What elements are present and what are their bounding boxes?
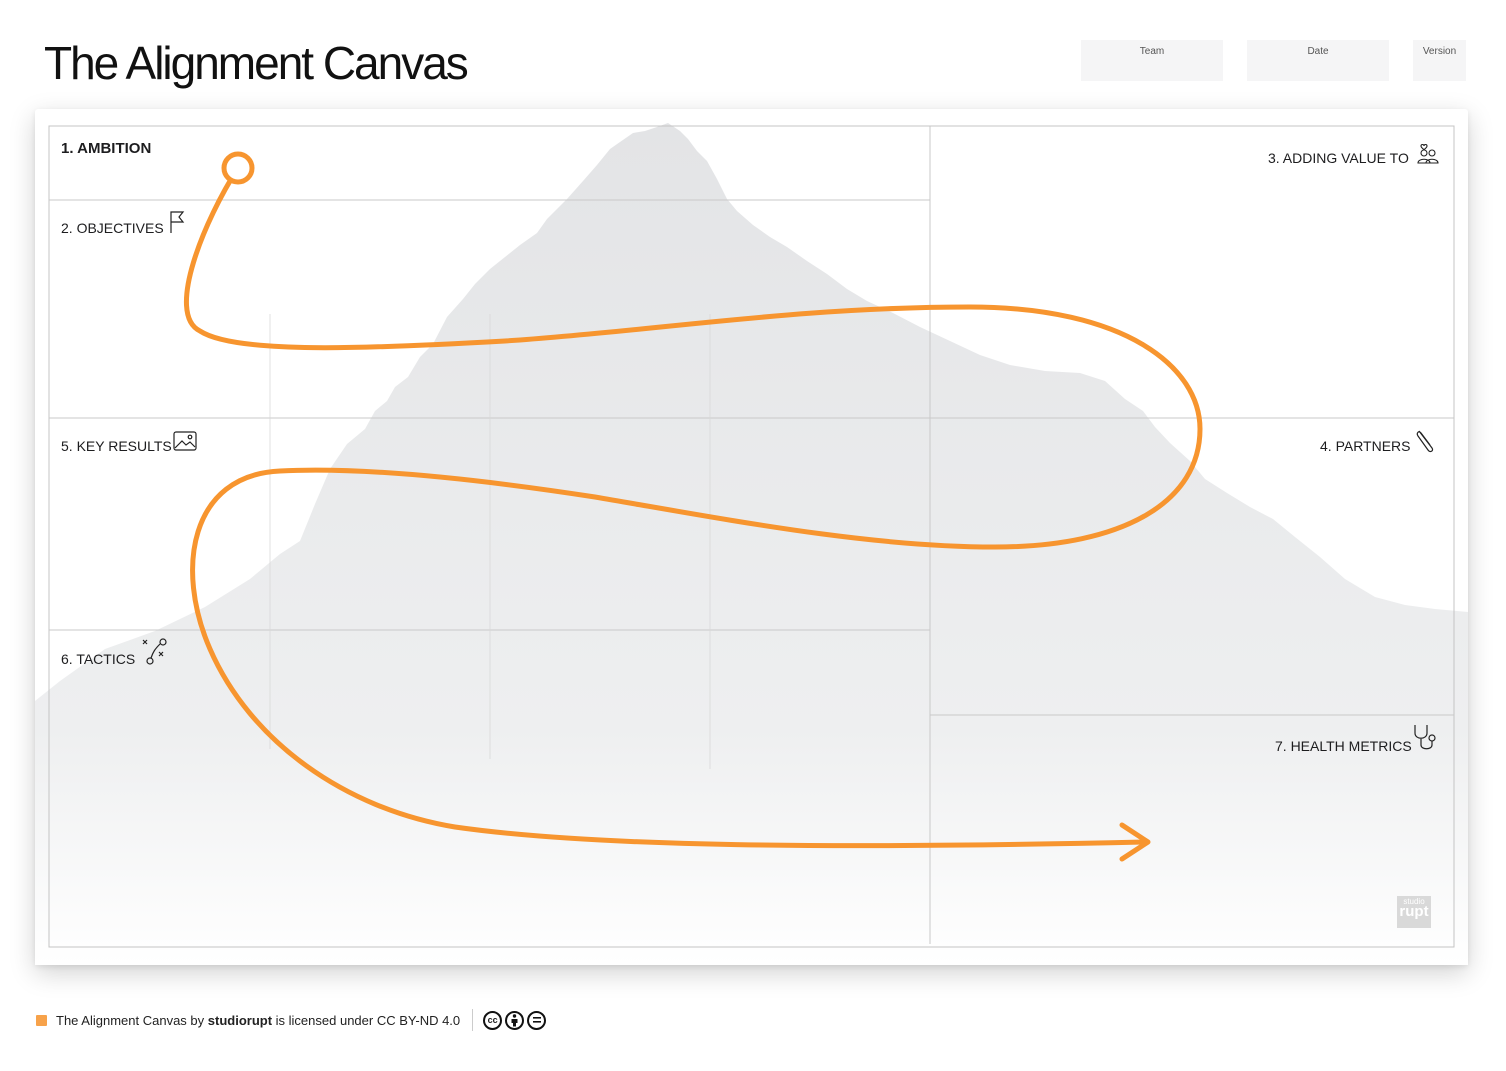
section-adding-value-label: 3. ADDING VALUE TO — [1268, 150, 1409, 166]
journey-path — [183, 165, 1203, 849]
section-key-results-label: 5. KEY RESULTS — [61, 438, 172, 454]
footer-separator — [472, 1009, 474, 1031]
footer-prefix: The Alignment Canvas by — [56, 1012, 205, 1028]
cc-icon: cc — [483, 1010, 503, 1030]
cc-license-badge[interactable]: cc — [483, 1010, 547, 1030]
journey-start-marker — [221, 151, 255, 185]
section-objectives-label: 2. OBJECTIVES — [61, 220, 164, 236]
section-ambition-label: 1. AMBITION — [61, 140, 152, 157]
date-field[interactable]: Date — [1247, 40, 1389, 81]
team-field[interactable]: Team — [1081, 40, 1223, 81]
date-field-label: Date — [1307, 46, 1329, 57]
by-icon — [505, 1010, 525, 1030]
footer-suffix: is licensed under CC BY-ND 4.0 — [275, 1012, 461, 1028]
section-partners-label: 4. PARTNERS — [1320, 438, 1411, 454]
guide-lines — [269, 314, 711, 769]
version-field-label: Version — [1422, 46, 1457, 57]
journey-arrowhead — [1119, 822, 1151, 862]
watermark-bottom: rupt — [1399, 903, 1429, 920]
section-health-metrics-label: 7. HEALTH METRICS — [1275, 738, 1412, 754]
version-field[interactable]: Version — [1413, 40, 1466, 81]
footer-author[interactable]: studiorupt — [207, 1012, 273, 1028]
watermark-top: studio — [1403, 897, 1425, 906]
page-title: The Alignment Canvas — [44, 37, 469, 89]
team-field-label: Team — [1139, 46, 1165, 57]
section-tactics-label: 6. TACTICS — [61, 651, 136, 667]
nd-icon — [527, 1010, 547, 1030]
canvas-graphic — [35, 123, 1468, 965]
grid-lines — [49, 126, 1454, 944]
license-footer: The Alignment Canvas by studiorupt is li… — [36, 1009, 547, 1031]
studiorupt-logo-icon — [36, 1014, 47, 1026]
studiorupt-watermark: studio rupt — [1397, 896, 1431, 928]
canvas-board: 1. AMBITION 2. OBJECTIVES 3. ADDING VALU… — [35, 109, 1468, 965]
mountain-silhouette — [35, 123, 1468, 965]
